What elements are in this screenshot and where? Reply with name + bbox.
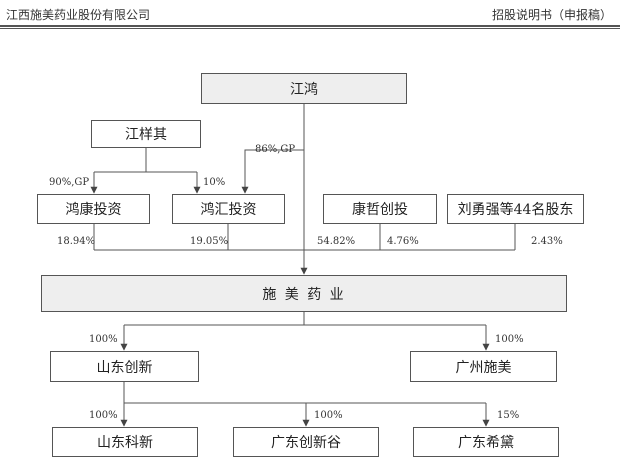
edge-label-hongkang-shimei: 18.94% — [57, 236, 96, 247]
edge-label-sdcx-gdxd: 15% — [497, 410, 520, 421]
node-hongkang-investment: 鸿康投资 — [37, 194, 150, 224]
node-kangzhe-venture: 康哲创投 — [323, 194, 437, 224]
node-guangdong-chuangxingu: 广东创新谷 — [233, 427, 379, 457]
edge-label-sdcx-sdkx: 100% — [89, 410, 118, 421]
node-jiang-hong: 江鸿 — [201, 73, 407, 104]
node-jiang-xiangqi: 江样其 — [91, 120, 201, 148]
edge-label-jh-shimei: 54.82% — [317, 236, 356, 247]
header-doc-type: 招股说明书（申报稿） — [491, 8, 612, 22]
node-liu-and-44-shareholders: 刘勇强等44名股东 — [447, 194, 584, 224]
header-company: 江西施美药业股份有限公司 — [6, 8, 151, 22]
node-shandong-keji: 山东科新 — [52, 427, 198, 457]
edge-label-jx-hongkang: 90%,GP — [49, 177, 90, 188]
node-guangdong-xidai: 广东希黛 — [413, 427, 559, 457]
node-shimei-pharma: 施 美 药 业 — [41, 275, 567, 312]
node-guangzhou-shimei: 广州施美 — [410, 351, 557, 382]
edge-label-jh-honghui: 86%,GP — [255, 144, 296, 155]
edge-label-shimei-sdcx: 100% — [89, 334, 118, 345]
edge-label-kangzhe-shimei: 4.76% — [387, 236, 419, 247]
edge-label-liu-shimei: 2.43% — [531, 236, 563, 247]
edge-label-honghui-shimei: 19.05% — [190, 236, 229, 247]
header-rule-thin — [0, 28, 620, 29]
edge-label-jx-honghui: 10% — [203, 177, 226, 188]
edge-label-sdcx-gdcxg: 100% — [314, 410, 343, 421]
node-honghui-investment: 鸿汇投资 — [172, 194, 285, 224]
edge-label-shimei-gzsm: 100% — [495, 334, 524, 345]
header-rule-thick — [0, 25, 620, 27]
node-shandong-chuangxin: 山东创新 — [50, 351, 199, 382]
